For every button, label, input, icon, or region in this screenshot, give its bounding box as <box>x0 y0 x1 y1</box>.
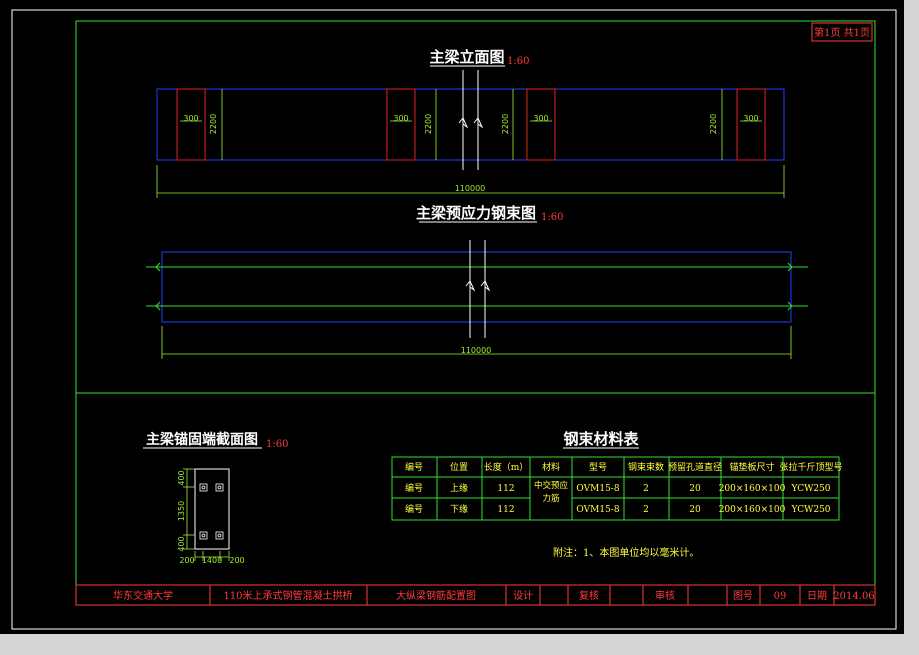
block-height-dim-3: 2200 <box>501 114 510 134</box>
row2-position: 下缘 <box>450 503 468 515</box>
row1-position: 上缘 <box>450 482 468 494</box>
tendon-scale: 1:60 <box>541 212 563 223</box>
section-dim-top: 400 <box>177 470 186 485</box>
th-model: 型号 <box>589 462 607 473</box>
section-scale: 1:60 <box>266 439 288 450</box>
title-date: 2014.06 <box>833 591 874 602</box>
block-width-dim-1: 300 <box>183 114 198 123</box>
tendon-total-dim-line <box>161 326 792 359</box>
title-date-label: 日期 <box>807 590 827 602</box>
elevation-scale: 1:60 <box>507 56 529 67</box>
row1-id: 编号 <box>405 482 423 494</box>
th-material: 材料 <box>542 461 560 473</box>
section-dim-left: 200 <box>179 556 194 565</box>
tendon-total-length: 110000 <box>461 346 492 355</box>
row2-length: 112 <box>497 505 514 515</box>
anchor-block-2 <box>386 88 416 161</box>
block-width-dim-2: 300 <box>393 114 408 123</box>
material-cell: 中交预应力筋 <box>533 481 568 504</box>
block-width-dim-4: 300 <box>743 114 758 123</box>
inner-frame <box>75 20 876 606</box>
title-project: 110米上承式钢管混凝土拱桥 <box>223 589 352 602</box>
title-dwg-no-label: 图号 <box>733 590 753 602</box>
th-id: 编号 <box>405 461 423 473</box>
elevation-total-dim-line <box>156 165 785 198</box>
drawing-canvas[interactable]: 第1页 共1页 主梁立面图 1:60 300 300 300 300 2200 … <box>0 0 904 634</box>
th-length: 长度（m） <box>484 461 529 473</box>
section-dim-center: 1400 <box>202 556 222 565</box>
section-dim-bottom: 400 <box>177 536 186 551</box>
th-duct-diameter: 预留孔道直径 <box>668 461 722 473</box>
row1-length: 112 <box>497 484 514 494</box>
block-width-dim-3: 300 <box>533 114 548 123</box>
section-dim-middle: 1350 <box>177 501 186 521</box>
row2-id: 编号 <box>405 503 423 515</box>
beam-outline <box>156 88 785 161</box>
tendon-beam-outline <box>161 251 792 323</box>
th-jack-model: 张拉千斤顶型号 <box>779 461 842 473</box>
section-title: 主梁锚固端截面图 <box>146 431 258 448</box>
material-cell-text: 中交预应力筋 <box>533 481 568 504</box>
title-dwg-no: 09 <box>774 591 787 602</box>
block-height-dim-2: 2200 <box>424 114 433 134</box>
title-block-grid <box>75 584 876 606</box>
section-dim-lines <box>183 468 230 561</box>
section-outline <box>194 468 230 550</box>
page-label: 第1页 共1页 <box>814 26 870 39</box>
row2-plate-size: 200×160×100 <box>719 505 786 515</box>
section-dim-right: 200 <box>229 556 244 565</box>
row2-model: OVM15-8 <box>576 505 619 515</box>
row1-duct-diameter: 20 <box>689 484 701 494</box>
th-position: 位置 <box>450 461 468 473</box>
outer-frame <box>11 9 897 630</box>
block-height-dim-4: 2200 <box>709 114 718 134</box>
page-label-box <box>811 22 873 42</box>
row1-model: OVM15-8 <box>576 484 619 494</box>
title-review-label: 复核 <box>579 589 599 602</box>
th-plate-size: 锚垫板尺寸 <box>729 461 774 473</box>
anchor-block-1 <box>176 88 206 161</box>
material-table-grid <box>391 456 840 521</box>
elevation-title: 主梁立面图 <box>429 48 504 66</box>
material-table-title: 钢束材料表 <box>563 430 639 448</box>
th-bundles: 钢束束数 <box>628 461 664 473</box>
tendon-lines <box>146 266 808 307</box>
elevation-total-length: 110000 <box>455 184 486 193</box>
title-design-label: 设计 <box>513 589 533 602</box>
row1-bundles: 2 <box>643 484 649 494</box>
row1-plate-size: 200×160×100 <box>719 484 786 494</box>
break-lines-elevation <box>458 70 484 170</box>
row2-jack-model: YCW250 <box>790 505 830 515</box>
note-text: 附注：1、本图单位均以毫米计。 <box>553 546 699 559</box>
row2-bundles: 2 <box>643 505 649 515</box>
tendon-title: 主梁预应力钢束图 <box>416 204 536 222</box>
break-lines-tendon <box>465 240 491 338</box>
block-dim-lines <box>180 89 762 160</box>
title-approve-label: 审核 <box>655 589 675 602</box>
block-height-dim-1: 2200 <box>209 114 218 134</box>
drawing-sheet: 第1页 共1页 主梁立面图 1:60 300 300 300 300 2200 … <box>11 9 897 630</box>
row1-jack-model: YCW250 <box>790 484 830 494</box>
anchor-block-4 <box>736 88 766 161</box>
duct-holes <box>199 483 224 540</box>
row2-duct-diameter: 20 <box>689 505 701 515</box>
tendon-anchor-marks <box>155 262 793 311</box>
title-drawing: 大纵梁钢筋配置图 <box>396 589 476 602</box>
title-school: 华东交通大学 <box>113 589 173 602</box>
anchor-block-3 <box>526 88 556 161</box>
